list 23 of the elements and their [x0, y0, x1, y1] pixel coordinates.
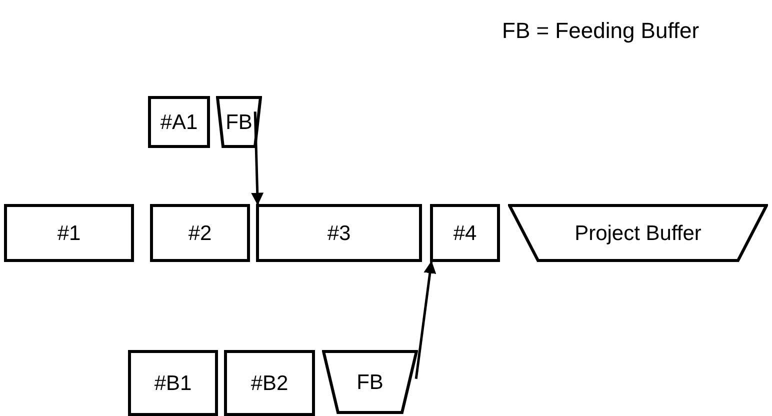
task-label: Project Buffer [574, 222, 702, 244]
arrow [251, 112, 264, 206]
task-label: #3 [327, 222, 351, 244]
task-box [4, 204, 134, 262]
arrow [414, 260, 436, 379]
task-label: #B2 [250, 372, 288, 394]
task-box [224, 350, 315, 416]
task-label: FB [356, 372, 384, 392]
task-box [256, 204, 422, 262]
legend-note: FB = Feeding Buffer [502, 20, 700, 42]
task-label: #4 [453, 222, 477, 244]
task-label: #2 [188, 222, 212, 244]
buffer-trapezoid [322, 350, 418, 414]
buffer-trapezoid [508, 204, 768, 262]
task-label: #B1 [154, 372, 192, 394]
task-box [430, 204, 500, 262]
task-label: FB [226, 112, 252, 132]
buffer-trapezoid [216, 96, 262, 148]
task-label: #A1 [160, 112, 198, 132]
task-box [148, 96, 210, 148]
task-box [128, 350, 218, 416]
task-label: #1 [57, 222, 81, 244]
task-box [150, 204, 250, 262]
